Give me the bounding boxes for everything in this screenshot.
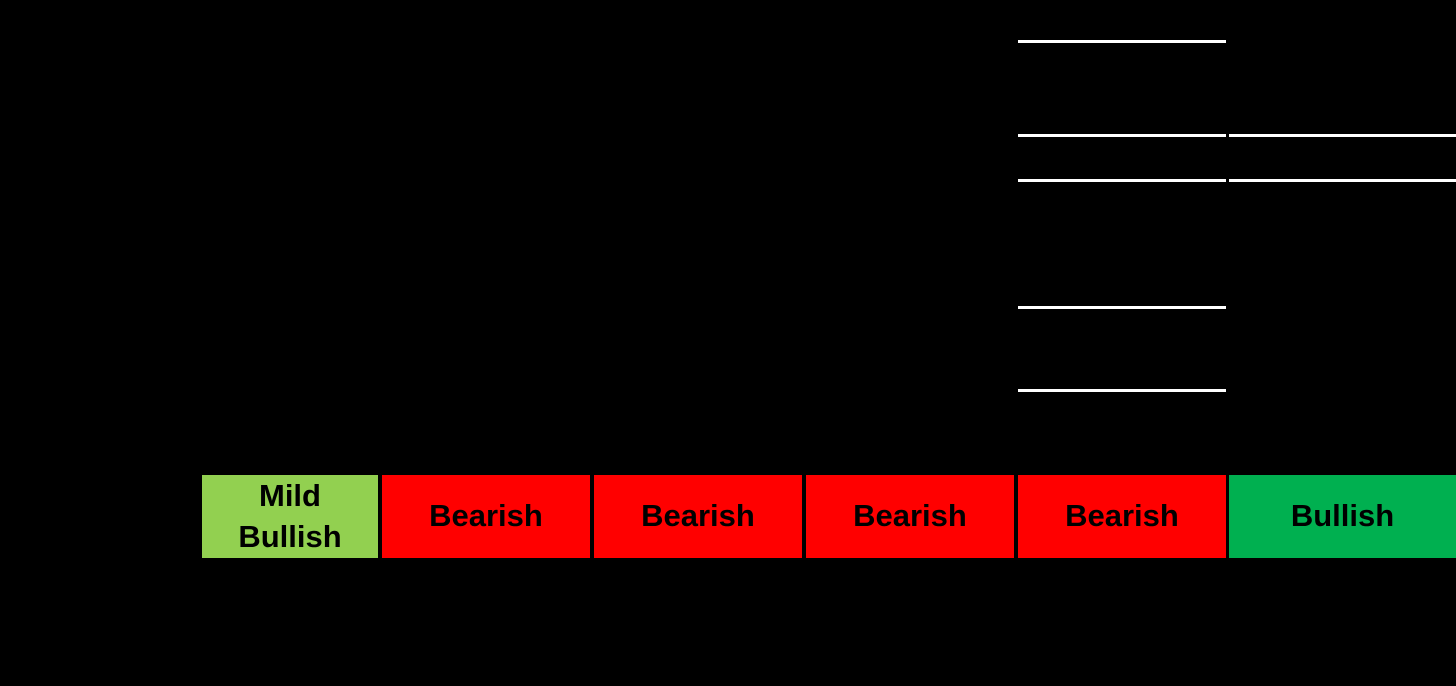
sentiment-cell-label: Bearish bbox=[853, 498, 967, 534]
horizontal-rule bbox=[1229, 134, 1456, 137]
sentiment-cell[interactable]: Mild Bullish bbox=[202, 475, 378, 558]
sentiment-cell-label: Bearish bbox=[1065, 498, 1179, 534]
sentiment-cell[interactable]: Bearish bbox=[594, 475, 802, 558]
sentiment-cell-label: Bullish bbox=[1290, 498, 1395, 534]
sentiment-cell[interactable]: Bearish bbox=[1018, 475, 1226, 558]
sentiment-cell-label: Mild Bullish bbox=[238, 478, 342, 554]
horizontal-rule bbox=[1018, 306, 1226, 309]
horizontal-rule bbox=[1018, 389, 1226, 392]
horizontal-rule bbox=[1018, 179, 1226, 182]
sentiment-cell-label: Bearish bbox=[641, 498, 755, 534]
horizontal-rule bbox=[1018, 134, 1226, 137]
sentiment-cell-label: Bearish bbox=[429, 498, 543, 534]
sentiment-cell[interactable]: Bullish bbox=[1229, 475, 1456, 558]
sentiment-cell[interactable]: Bearish bbox=[806, 475, 1014, 558]
horizontal-rule bbox=[1018, 40, 1226, 43]
horizontal-rule bbox=[1229, 179, 1456, 182]
sentiment-cell[interactable]: Bearish bbox=[382, 475, 590, 558]
